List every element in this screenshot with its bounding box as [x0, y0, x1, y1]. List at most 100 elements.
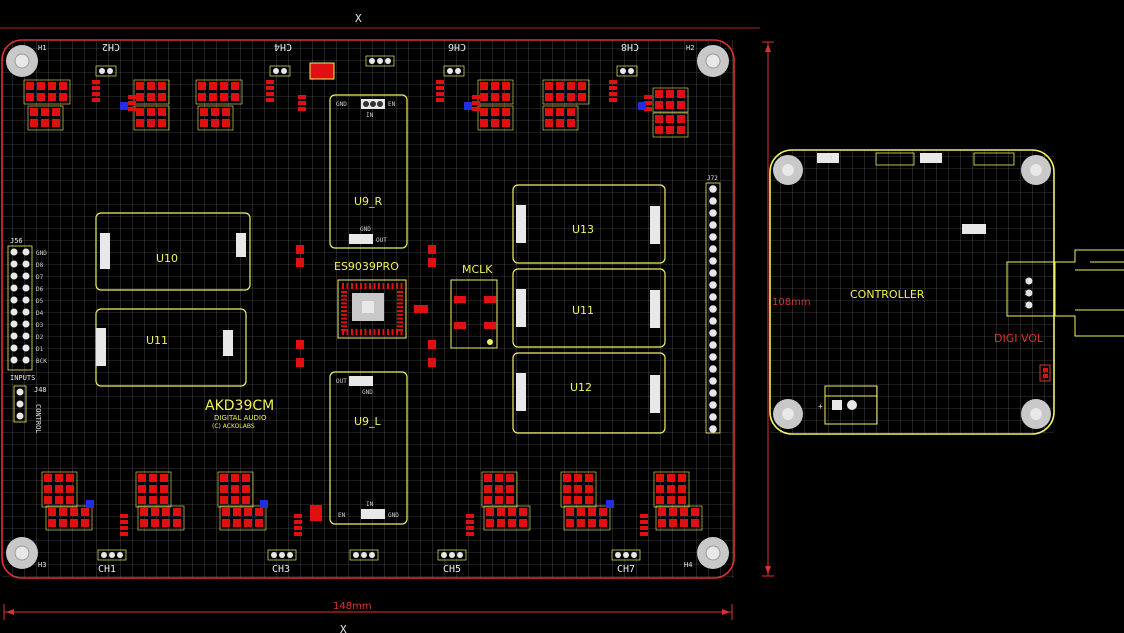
svg-text:OUT: OUT — [376, 237, 387, 244]
side-header-pin — [709, 197, 717, 205]
pin-header — [97, 549, 127, 561]
side-header-pin — [709, 401, 717, 409]
svg-text:J56: J56 — [10, 237, 23, 245]
svg-text:U11: U11 — [146, 334, 168, 347]
module-u9-r: GND EN IN U9_R GND OUT — [329, 94, 408, 249]
pad-cluster — [195, 79, 243, 105]
pin-header — [611, 549, 641, 561]
input-pin-label: D4 — [36, 310, 44, 317]
smd-pads — [436, 80, 444, 102]
svg-text:U13: U13 — [572, 223, 594, 236]
svg-text:EN: EN — [388, 101, 396, 108]
svg-text:J72: J72 — [707, 175, 718, 182]
channel-label-ch7: CH7 — [617, 564, 635, 575]
channel-label-ch6: CH6 — [448, 41, 466, 52]
side-header-pin — [709, 281, 717, 289]
svg-text:GND: GND — [388, 512, 399, 519]
pin-header — [437, 549, 467, 561]
svg-text:IN: IN — [366, 501, 374, 508]
control-header: J48 CONTROL — [13, 385, 47, 434]
side-header-pin — [709, 305, 717, 313]
side-header-pin — [709, 341, 717, 349]
via — [86, 500, 94, 508]
board-subtitle: DIGITAL AUDIO — [214, 414, 267, 422]
control-label: CONTROL — [34, 404, 42, 434]
svg-text:9: 9 — [1025, 278, 1029, 285]
input-pin — [10, 320, 18, 328]
side-header-pin — [709, 377, 717, 385]
channel-label-ch1: CH1 — [98, 564, 116, 575]
module-u13: U13 — [512, 184, 666, 264]
side-header-pin — [709, 389, 717, 397]
pad-cluster — [653, 471, 690, 508]
pad-cluster — [477, 79, 514, 105]
svg-text:GND: GND — [360, 226, 371, 233]
pad-cluster — [197, 105, 234, 131]
side-header-pin — [709, 353, 717, 361]
input-pin — [22, 308, 30, 316]
pad-cluster — [560, 471, 597, 508]
svg-text:H4: H4 — [684, 561, 692, 569]
side-header-pin — [709, 329, 717, 337]
svg-text:H2: H2 — [686, 44, 694, 52]
svg-text:U12: U12 — [570, 381, 592, 394]
via — [260, 500, 268, 508]
smd-pads — [120, 514, 128, 536]
dac-chip: ES9039PRO — [334, 260, 407, 339]
digi-vol-label: DIGI VOL — [994, 332, 1044, 345]
input-pin-label: D2 — [36, 334, 44, 341]
input-pin-label: D6 — [36, 286, 44, 293]
side-header-pin — [709, 365, 717, 373]
mount-hole-h1: H1 — [6, 44, 46, 77]
side-header-pin — [709, 257, 717, 265]
svg-text:H1: H1 — [38, 44, 46, 52]
input-pin-label: D1 — [36, 346, 44, 353]
pad-cluster — [217, 471, 254, 508]
pin-header — [365, 55, 395, 67]
input-pin — [22, 332, 30, 340]
smd-pads — [92, 80, 100, 102]
component-clusters — [23, 55, 703, 561]
input-pin — [22, 260, 30, 268]
smd-pads — [466, 514, 474, 536]
module-u11-left: U11 — [95, 308, 247, 387]
module-u12: U12 — [512, 352, 666, 434]
input-pin — [10, 296, 18, 304]
side-header-pin — [709, 413, 717, 421]
input-pin-label: D7 — [36, 274, 44, 281]
smd-pads — [640, 514, 648, 536]
via — [638, 102, 646, 110]
channel-label-ch2: CH2 — [102, 41, 120, 52]
pad-cluster — [481, 471, 518, 508]
input-pin — [10, 260, 18, 268]
mount-hole-h3: H3 — [6, 537, 46, 569]
pad-cluster — [477, 105, 514, 131]
channel-label-ch8: CH8 — [621, 41, 639, 52]
axis-marker-x-top: X — [355, 12, 362, 25]
input-pin-label: D3 — [36, 322, 44, 329]
input-pin — [22, 272, 30, 280]
channel-label-ch5: CH5 — [443, 564, 461, 575]
svg-text:10: 10 — [1024, 290, 1032, 297]
input-pin — [10, 272, 18, 280]
input-pin — [22, 296, 30, 304]
pad-cluster — [23, 79, 71, 105]
pad-cluster — [133, 105, 170, 131]
side-header: J72 — [705, 175, 721, 434]
pad-cluster — [137, 505, 185, 531]
svg-text:IN: IN — [366, 112, 374, 119]
pin-header — [443, 65, 465, 77]
pad-cluster — [41, 471, 78, 508]
module-u11-right: U11 — [512, 268, 666, 348]
input-pin — [10, 308, 18, 316]
module-u9-l: OUT GND U9_L IN EN GND — [329, 371, 408, 525]
input-pin-label: BCK — [36, 358, 47, 365]
controller-title: CONTROLLER — [850, 288, 925, 301]
side-header-pin — [709, 233, 717, 241]
board-copyright: (C) ACKOLABS — [212, 423, 255, 430]
pad-cluster — [135, 471, 172, 508]
svg-text:EN: EN — [338, 512, 346, 519]
main-board-outline — [1, 39, 735, 579]
